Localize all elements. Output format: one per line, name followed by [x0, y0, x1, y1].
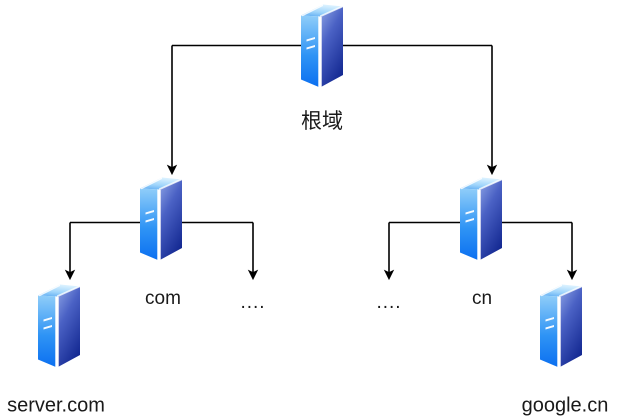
node-google-cn[interactable]: google.cn: [522, 284, 609, 417]
node-server-com-label: server.com: [7, 394, 105, 416]
server-icon: [140, 177, 182, 262]
node-cn-ellipsis-label: ....: [376, 292, 401, 313]
node-com-label: com: [145, 288, 181, 309]
server-icon: [38, 284, 80, 369]
server-icon: [540, 284, 582, 369]
node-cn[interactable]: cn: [460, 177, 502, 310]
node-com-ellipsis: ....: [240, 292, 265, 313]
node-server-com[interactable]: server.com: [7, 284, 105, 417]
node-com-ellipsis-label: ....: [240, 292, 265, 313]
node-com[interactable]: com: [140, 177, 182, 310]
server-icon: [460, 177, 502, 262]
node-google-cn-label: google.cn: [522, 394, 609, 416]
node-cn-ellipsis: ....: [376, 292, 401, 313]
node-cn-label: cn: [472, 288, 492, 309]
server-icon: [301, 4, 343, 89]
node-root-label: 根域: [301, 109, 343, 133]
node-root[interactable]: 根域: [301, 4, 343, 134]
